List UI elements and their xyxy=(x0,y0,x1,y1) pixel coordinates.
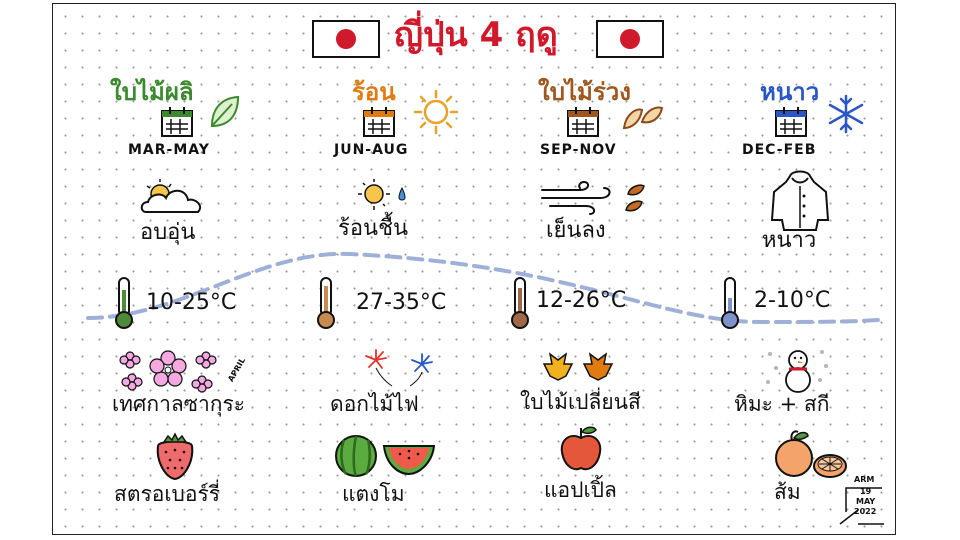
sun-rain-icon xyxy=(358,179,406,210)
weather-winter: หนาว xyxy=(762,228,817,253)
months-winter: DEC-FEB xyxy=(742,142,817,158)
event-spring: เทศกาลซากุระ xyxy=(112,392,246,416)
calendar-icon xyxy=(161,107,193,137)
apple-icon xyxy=(560,426,602,471)
thermometer-icon xyxy=(721,277,739,329)
strawberry-icon xyxy=(156,432,194,481)
snowflake-icon xyxy=(828,94,864,134)
season-name-spring: ใบไม้ผลิ xyxy=(110,78,194,106)
weather-spring: อบอุ่น xyxy=(140,220,196,245)
food-spring: สตรอเบอร์รี่ xyxy=(114,482,221,506)
months-spring: MAR-MAY xyxy=(128,142,210,158)
falling-leaves-icon xyxy=(622,106,664,130)
signature-initials: ARM xyxy=(854,475,875,484)
season-name-winter: หนาว xyxy=(760,78,820,106)
food-summer: แตงโม xyxy=(342,482,405,506)
thermometer-icon xyxy=(317,277,335,329)
food-winter: ส้ม xyxy=(774,480,801,504)
temperature-summer: 27-35°C xyxy=(356,290,447,315)
thermometer-icon xyxy=(511,277,529,329)
calendar-icon xyxy=(775,107,807,137)
partly-cloudy-icon xyxy=(140,179,202,213)
autumn-leaves-icon xyxy=(542,352,614,381)
thermometer-icon xyxy=(115,277,133,329)
months-autumn: SEP-NOV xyxy=(540,142,617,158)
temperature-autumn: 12-26°C xyxy=(536,288,627,313)
japan-flag-icon xyxy=(312,20,380,58)
food-autumn: แอปเปิ้ล xyxy=(544,478,617,502)
leaf-icon xyxy=(210,95,240,128)
signature-month: MAY xyxy=(856,497,876,506)
signature-year: 2022 xyxy=(854,507,877,516)
calendar-icon xyxy=(363,107,395,137)
japan-flag-icon xyxy=(596,20,664,58)
wind-icon xyxy=(541,180,645,215)
snowman-icon xyxy=(766,350,828,393)
temperature-winter: 2-10°C xyxy=(754,288,831,313)
fireworks-icon xyxy=(365,349,433,387)
season-name-summer: ร้อน xyxy=(352,78,396,106)
temperature-spring: 10-25°C xyxy=(146,290,237,315)
event-summer: ดอกไม้ไฟ xyxy=(330,392,419,416)
watermelon-icon xyxy=(335,435,436,477)
calendar-icon xyxy=(567,107,599,137)
weather-autumn: เย็นลง xyxy=(546,218,606,243)
season-name-autumn: ใบไม้ร่วง xyxy=(538,78,631,106)
event-winter: หิมะ + สกี xyxy=(734,392,830,416)
orange-icon xyxy=(775,430,847,478)
signature-mark xyxy=(839,487,884,525)
winter-coat-icon xyxy=(770,170,830,231)
signature-day: 19 xyxy=(860,487,872,496)
sun-icon xyxy=(413,89,459,135)
event-autumn: ใบไม้เปลี่ยนสี xyxy=(520,390,641,414)
page-title: ญี่ปุ่น 4 ฤดู xyxy=(394,15,558,55)
sakura-icon xyxy=(119,350,217,393)
months-summer: JUN-AUG xyxy=(334,142,409,158)
weather-summer: ร้อนชื้น xyxy=(338,216,409,241)
